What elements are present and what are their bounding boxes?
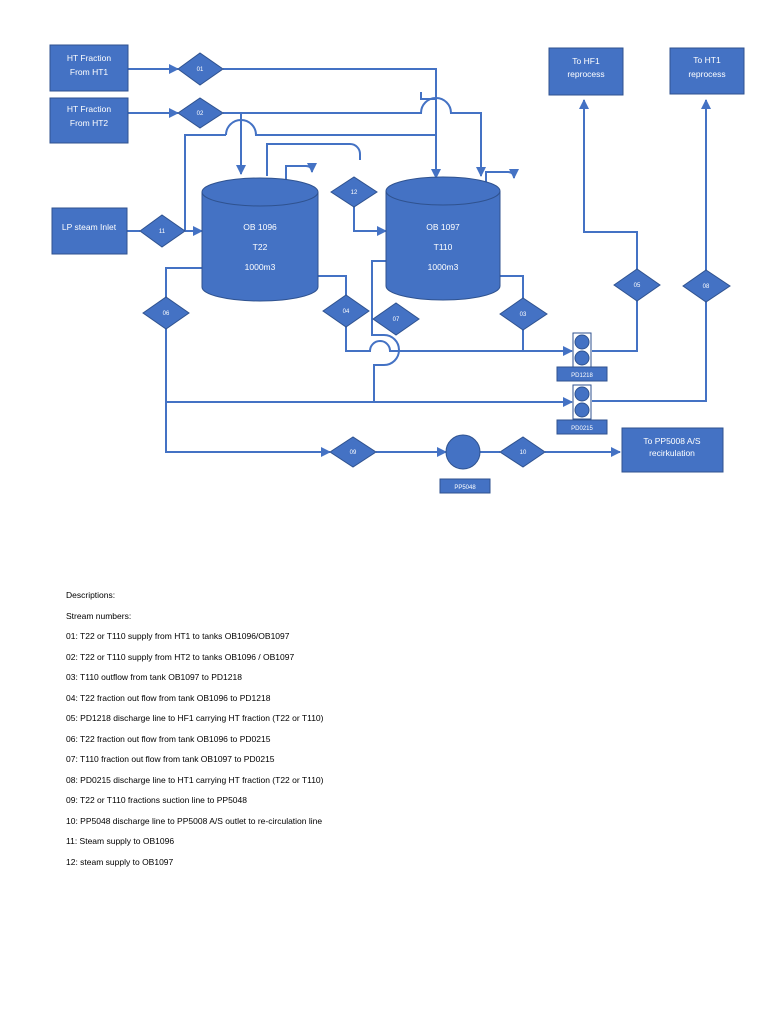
svg-text:From HT1: From HT1 [70,67,109,77]
stream-08: 08 [682,269,731,303]
svg-text:02: 02 [197,111,204,117]
svg-text:08: 08 [703,284,710,290]
line-07 [371,260,573,407]
box-to-ht1: To HT1 reprocess [669,47,745,95]
svg-text:OB 1096: OB 1096 [243,222,277,232]
line-05 [579,99,638,352]
svg-text:1000m3: 1000m3 [245,262,276,272]
svg-text:05: 05 [634,283,641,289]
svg-text:04: 04 [343,309,350,315]
svg-text:06: 06 [163,311,170,317]
description-item: 01: T22 or T110 supply from HT1 to tanks… [66,631,290,641]
line-to-ob1096-b [266,143,361,176]
svg-text:T110: T110 [434,242,453,252]
svg-text:recirkulation: recirkulation [649,448,695,458]
svg-text:PD1218: PD1218 [571,373,593,379]
stream-06: 06 [142,296,190,330]
stream-03: 03 [499,297,548,331]
stream-01: 01 [177,52,224,86]
line-08 [592,99,711,402]
descriptions-section: Descriptions: Stream numbers: 01: T22 or… [66,589,686,876]
stream-09: 09 [329,436,377,468]
vent-ob1096 [285,162,317,180]
descriptions-heading: Descriptions: [66,590,116,600]
line-02-out [223,97,486,177]
svg-text:LP steam Inlet: LP steam Inlet [62,222,117,232]
svg-text:From HT2: From HT2 [70,118,109,128]
description-item: 07: T110 fraction out flow from tank OB1… [66,754,275,764]
tank-ob1096: OB 1096 T22 1000m3 [201,177,319,302]
pump-pp5048: PP5048 [439,434,491,494]
box-to-hf1: To HF1 reprocess [548,47,624,96]
svg-text:01: 01 [197,67,204,73]
svg-text:OB 1097: OB 1097 [426,222,460,232]
svg-text:12: 12 [351,190,358,196]
svg-text:07: 07 [393,317,400,323]
box-ht-fraction-ht2: HT Fraction From HT2 [49,97,129,144]
svg-text:T22: T22 [253,242,268,252]
svg-text:HT Fraction: HT Fraction [67,104,112,114]
tank-ob1097: OB 1097 T110 1000m3 [385,176,501,301]
svg-text:PP5048: PP5048 [454,485,476,491]
line-01-branch [420,92,436,100]
description-item: 04: T22 fraction out flow from tank OB10… [66,692,271,703]
stream-07: 07 [372,302,420,336]
description-item: 02: T22 or T110 supply from HT2 to tanks… [66,651,295,662]
pd0215-unit: PD0215 [556,384,608,435]
stream-11: 11 [139,214,186,248]
vent-ob1097 [485,168,519,185]
stream-05: 05 [613,268,661,302]
svg-text:11: 11 [159,229,166,235]
stream-10: 10 [499,436,546,468]
svg-text:reprocess: reprocess [567,69,604,79]
svg-text:PD0215: PD0215 [571,426,593,432]
description-item: 11: Steam supply to OB1096 [66,836,175,846]
description-item: 12: steam supply to OB1097 [66,856,174,867]
svg-text:1000m3: 1000m3 [428,262,459,272]
box-lp-steam-inlet: LP steam Inlet [51,207,128,255]
description-item: 06: T22 fraction out flow from tank OB10… [66,733,271,744]
svg-text:03: 03 [520,312,527,318]
svg-text:To PP5008 A/S: To PP5008 A/S [643,436,701,446]
svg-text:To HF1: To HF1 [572,56,600,66]
svg-text:reprocess: reprocess [688,69,725,79]
line-12 [353,207,387,236]
pipelines [127,64,711,457]
svg-text:HT Fraction: HT Fraction [67,53,112,63]
box-to-pp5008: To PP5008 A/S recirkulation [621,427,724,473]
stream-numbers-heading: Stream numbers: [66,610,132,621]
description-item: 03: T110 outflow from tank OB1097 to PD1… [66,672,242,682]
stream-02: 02 [177,97,224,129]
line-06 [165,267,331,457]
svg-text:To HT1: To HT1 [693,55,721,65]
line-04 [318,275,573,356]
line-01-out [223,68,441,179]
line-11-out [184,134,226,231]
process-flow-diagram: HT Fraction From HT1 HT Fraction From HT… [49,44,745,494]
description-item: 05: PD1218 discharge line to HF1 carryin… [66,713,324,723]
description-item: 09: T22 or T110 fractions suction line t… [66,795,247,805]
box-ht-fraction-ht1: HT Fraction From HT1 [49,44,129,92]
svg-text:09: 09 [350,450,357,456]
pd1218-unit: PD1218 [556,332,608,382]
description-item: 10: PP5048 discharge line to PP5008 A/S … [66,815,323,826]
svg-text:10: 10 [520,450,527,456]
line-02-branch [225,119,436,136]
description-item: 08: PD0215 discharge line to HT1 carryin… [66,774,324,785]
stream-04: 04 [322,294,370,328]
stream-12: 12 [330,176,378,208]
